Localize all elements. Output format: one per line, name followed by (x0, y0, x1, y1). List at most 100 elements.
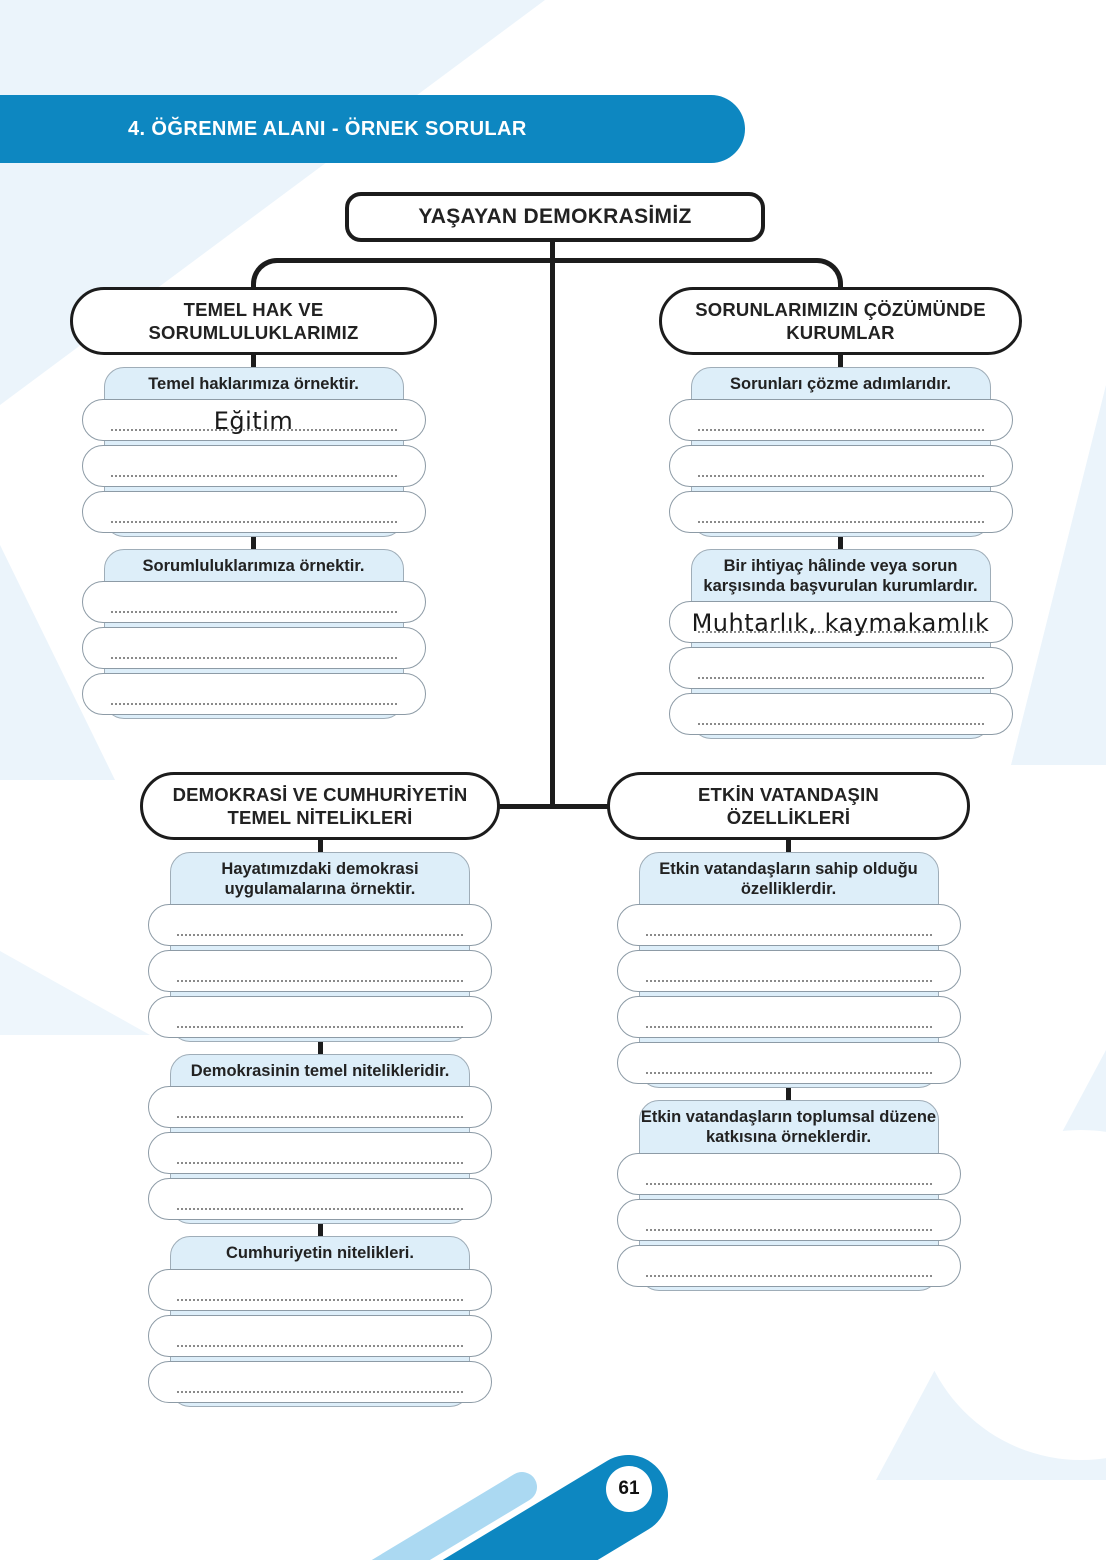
group-header: Hayatımızdaki demokrasi uygulamalarına ö… (221, 860, 419, 899)
answer-line (697, 677, 984, 680)
answer-group: Hayatımızdaki demokrasi uygulamalarına ö… (140, 852, 500, 1043)
branch-title: SORUNLARIMIZIN ÇÖZÜMÜNDE KURUMLAR (659, 287, 1022, 355)
branch-temel-hak: TEMEL HAK VE SORUMLULUKLARIMIZ Temel hak… (70, 287, 437, 720)
answer-pill (81, 445, 426, 488)
answer-pill (616, 1198, 961, 1241)
answer-line (177, 1116, 463, 1119)
connector-vertical-link (317, 1042, 323, 1055)
answer-line (645, 1182, 932, 1185)
connector-top-bracket (251, 258, 843, 294)
answer-pill (81, 491, 426, 534)
answer-line (110, 521, 397, 524)
answer-pill (148, 1314, 492, 1357)
answer-line (697, 521, 984, 524)
answer-line (697, 429, 984, 432)
answer-line (645, 1274, 932, 1277)
group-header: Cumhuriyetin nitelikleri. (226, 1244, 414, 1263)
branch-demokrasi-cumhuriyet: DEMOKRASİ VE CUMHURİYETİN TEMEL NİTELİKL… (140, 772, 500, 1407)
connector-bottom-line (497, 804, 610, 809)
answer-line (177, 1162, 463, 1165)
answer-pill (668, 491, 1013, 534)
branch-kurumlar: SORUNLARIMIZIN ÇÖZÜMÜNDE KURUMLAR Sorunl… (659, 287, 1022, 740)
page-number: 61 (618, 1478, 640, 1499)
background-diagonal-tint (0, 951, 150, 1035)
branch-etkin-vatandas: ETKİN VATANDAŞIN ÖZELLİKLERİ Etkin vatan… (607, 772, 970, 1291)
branch-title: ETKİN VATANDAŞIN ÖZELLİKLERİ (607, 772, 970, 840)
answer-pill (148, 1086, 492, 1129)
answer-group: Demokrasinin temel nitelikleridir. (140, 1054, 500, 1225)
footer-dark-stripe (442, 1455, 668, 1560)
answer-line (110, 611, 397, 614)
answer-line (697, 475, 984, 478)
answer-line (645, 934, 932, 937)
answer-pill (616, 1042, 961, 1085)
answer-line (645, 1072, 932, 1075)
answer-line (110, 429, 397, 432)
answer-line (177, 980, 463, 983)
answer-group: Etkin vatandaşların toplumsal düzene kat… (607, 1100, 970, 1291)
answer-pill (668, 445, 1013, 488)
answer-line (177, 1390, 463, 1393)
root-node: YAŞAYAN DEMOKRASİMİZ (345, 192, 765, 242)
answer-group: Cumhuriyetin nitelikleri. (140, 1236, 500, 1407)
answer-group: Temel haklarımıza örnektir. Eğitim (70, 367, 437, 538)
answer-pill (148, 950, 492, 993)
connector-vertical-link (838, 355, 843, 367)
answer-pill (148, 1132, 492, 1175)
answer-pill: Eğitim (81, 399, 426, 442)
answer-pill (616, 950, 961, 993)
footer-light-stripe (371, 1472, 537, 1560)
answer-pill (616, 1152, 961, 1195)
answer-pill (616, 904, 961, 947)
page-number-badge: 61 (606, 1466, 652, 1512)
answer-line (645, 980, 932, 983)
section-banner-label: 4. ÖĞRENME ALANI - ÖRNEK SORULAR (128, 117, 527, 140)
answer-line (110, 657, 397, 660)
answer-group: Etkin vatandaşların sahip olduğu özellik… (607, 852, 970, 1089)
answer-line (177, 1208, 463, 1211)
answer-line (177, 1026, 463, 1029)
answer-pill (616, 1244, 961, 1287)
group-header: Demokrasinin temel nitelikleridir. (190, 1062, 450, 1081)
answer-line (177, 1344, 463, 1347)
answer-pill (616, 996, 961, 1039)
answer-pill (668, 647, 1013, 690)
connector-vertical-link (786, 1088, 791, 1101)
group-header: Bir ihtiyaç hâlinde veya sorun karşısınd… (703, 557, 978, 596)
connector-vertical-link (317, 1224, 323, 1237)
handwritten-answer: Muhtarlık, kaymakamlık (691, 609, 990, 638)
section-banner: 4. ÖĞRENME ALANI - ÖRNEK SORULAR (0, 95, 745, 163)
connector-vertical-link (838, 537, 843, 550)
answer-line (697, 723, 984, 726)
group-header: Sorumluluklarımıza örnektir. (142, 557, 365, 576)
answer-pill (148, 996, 492, 1039)
answer-pill (81, 673, 426, 716)
answer-pill (148, 1268, 492, 1311)
answer-line (645, 1026, 932, 1029)
connector-vertical-link (317, 840, 323, 852)
root-node-title: YAŞAYAN DEMOKRASİMİZ (418, 205, 692, 228)
answer-group: Bir ihtiyaç hâlinde veya sorun karşısınd… (659, 549, 1022, 740)
answer-line (110, 703, 397, 706)
answer-group: Sorumluluklarımıza örnektir. (70, 549, 437, 720)
answer-pill (148, 904, 492, 947)
branch-title: TEMEL HAK VE SORUMLULUKLARIMIZ (70, 287, 437, 355)
group-header: Temel haklarımıza örnektir. (148, 375, 359, 393)
group-header: Etkin vatandaşların toplumsal düzene kat… (640, 1108, 937, 1147)
connector-vertical-link (251, 537, 256, 550)
answer-pill: Muhtarlık, kaymakamlık (668, 601, 1013, 644)
background-diagonal-tint (1011, 385, 1106, 765)
answer-pill (668, 693, 1013, 736)
group-header: Sorunları çözme adımlarıdır. (730, 375, 951, 393)
connector-vertical-link (786, 840, 791, 852)
answer-line (110, 475, 397, 478)
answer-pill (668, 399, 1013, 442)
answer-line (645, 1228, 932, 1231)
answer-pill (81, 627, 426, 670)
branch-title: DEMOKRASİ VE CUMHURİYETİN TEMEL NİTELİKL… (140, 772, 500, 840)
connector-vertical-link (251, 355, 256, 367)
answer-pill (148, 1360, 492, 1403)
answer-line (177, 934, 463, 937)
answer-line (177, 1298, 463, 1301)
